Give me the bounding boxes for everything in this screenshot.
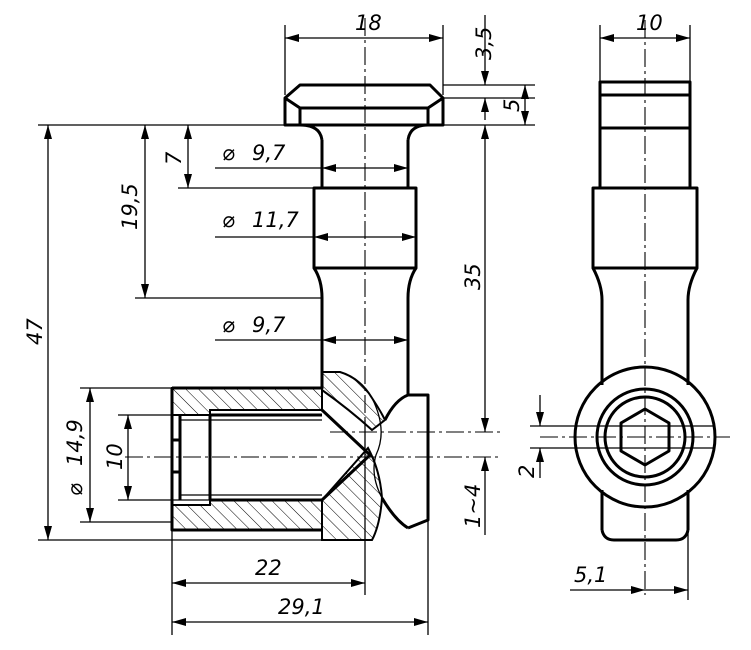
arrow-19-5-bottom — [141, 284, 149, 298]
arrow-47-top — [44, 125, 52, 139]
dim-total-height: 47 — [23, 318, 47, 345]
arrow-7-bottom — [184, 174, 192, 188]
dim-head-width: 18 — [355, 11, 382, 35]
head-chamfer-left — [284, 96, 302, 125]
dim-diameter-body-symbol: ⌀ — [63, 483, 87, 496]
arrow-22-right — [351, 579, 365, 587]
head-chamfer-right — [426, 96, 444, 125]
arrow-diam-shank-right — [394, 336, 408, 344]
dim-thread-diameter: 10 — [103, 443, 127, 470]
side-taper-left — [591, 267, 604, 301]
arrow-35-bottom — [481, 418, 489, 432]
dim-diameter-collar: 11,7 — [252, 208, 299, 232]
arrow-side-10-left — [600, 34, 614, 42]
head-outline — [283, 83, 445, 127]
head-fillet-left — [299, 123, 324, 141]
dim-diameter-shank: 9,7 — [252, 313, 286, 337]
arrow-19-5-top — [141, 125, 149, 139]
arrow-5-top — [521, 85, 529, 99]
dim-upper-length: 19,5 — [118, 183, 142, 230]
side-view — [540, 20, 730, 595]
arrow-3-5 — [481, 71, 489, 85]
arrow-diam-collar-right — [402, 233, 416, 241]
section-hatch-upper — [321, 371, 387, 432]
arrow-18-left — [285, 34, 299, 42]
dim-head-height: 5 — [500, 99, 524, 112]
arrow-22-left — [172, 579, 186, 587]
arrow-1-4 — [481, 457, 489, 471]
body-outline-right — [407, 393, 430, 530]
collar-taper-left — [312, 267, 324, 299]
collar-taper-right — [406, 267, 418, 299]
arrow-5-1-left — [631, 586, 645, 594]
arrow-diam-neck-right — [394, 164, 408, 172]
section-hatch-body — [171, 387, 323, 416]
arrow-diam-shank-left — [322, 336, 336, 344]
arrow-18-right — [429, 34, 443, 42]
side-taper-right — [686, 267, 699, 301]
section-hatch-lower — [321, 446, 384, 541]
dim-body-length: 29,1 — [278, 595, 325, 619]
head-fillet-right — [406, 123, 429, 141]
arrow-14-9-bottom — [86, 508, 94, 522]
arrow-side-10-right — [676, 34, 690, 42]
dim-neck-length: 7 — [162, 151, 186, 165]
arrow-29-1-left — [172, 618, 186, 626]
break-wavy-line — [371, 397, 383, 499]
arrow-35-top — [481, 125, 489, 139]
dim-offset-range: 1~4 — [461, 484, 485, 528]
dimensions: 18 3,5 5 10 47 19,5 — [23, 11, 691, 635]
arrow-5-bottom — [521, 111, 529, 125]
dim-diameter-neck: 9,7 — [252, 141, 286, 165]
front-view — [125, 18, 500, 541]
dim-offset-small: 2 — [515, 465, 539, 478]
arrow-3-5-lower — [481, 98, 489, 112]
section-hatch-body-bottom — [171, 499, 323, 531]
arrow-14-9-top — [86, 388, 94, 402]
arrow-10-top — [124, 415, 132, 429]
arrow-29-1-right — [414, 618, 428, 626]
arrow-2-bottom — [536, 448, 544, 462]
arrow-10-bottom — [124, 486, 132, 500]
dim-diameter-shank-symbol: ⌀ — [222, 313, 235, 337]
break-line-lower — [380, 497, 409, 530]
dim-head-chamfer: 3,5 — [472, 27, 496, 60]
arrow-2-top — [536, 412, 544, 426]
arrow-5-1-right — [674, 586, 688, 594]
arrow-7-top — [184, 125, 192, 139]
v-groove — [320, 408, 372, 502]
arrow-47-bottom — [44, 526, 52, 540]
dim-diameter-neck-symbol: ⌀ — [222, 141, 235, 165]
dim-shank-length: 35 — [461, 263, 485, 290]
body-top-left — [172, 372, 324, 390]
break-line-upper — [383, 393, 409, 421]
side-bottom — [600, 529, 690, 542]
dim-side-width: 10 — [636, 11, 663, 35]
dim-hex-offset: 5,1 — [574, 563, 607, 587]
arrow-diam-collar-left — [314, 233, 328, 241]
arrow-diam-neck-left — [322, 164, 336, 172]
dim-diameter-body: 14,9 — [63, 419, 87, 466]
dim-diameter-collar-symbol: ⌀ — [222, 208, 235, 232]
dim-bore-depth: 22 — [255, 556, 282, 580]
